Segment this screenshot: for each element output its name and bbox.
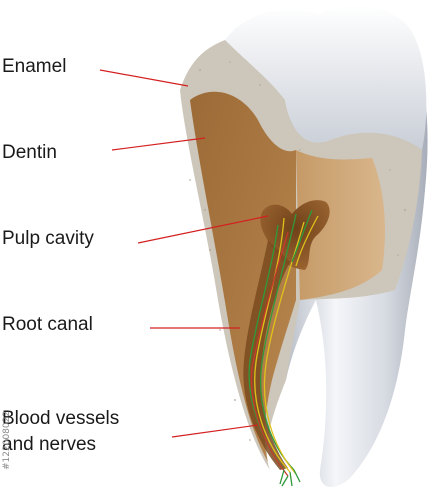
leader-lines	[99, 69, 269, 438]
enamel-speckles	[189, 61, 407, 441]
label-root-canal: Root canal	[2, 314, 93, 335]
leader-line-pulp-cavity	[137, 215, 269, 244]
label-enamel: Enamel	[2, 56, 67, 77]
label-dentin: Dentin	[2, 142, 57, 163]
label-blood-vessels-line1: Blood vessels	[2, 408, 120, 429]
leader-line-dentin	[111, 137, 206, 151]
leader-line-blood-vessels	[171, 424, 259, 438]
stock-image-id: #122008022	[2, 410, 12, 470]
label-blood-vessels-and-nerves: Blood vessels and nerves	[2, 406, 119, 458]
dentin-right-face	[296, 150, 385, 300]
blood-vessels-and-nerves	[248, 209, 319, 487]
label-blood-vessels-line2: and nerves	[2, 434, 97, 455]
dentin-layer	[190, 91, 296, 462]
label-pulp-cavity: Pulp cavity	[2, 228, 94, 249]
leader-line-enamel	[99, 69, 189, 87]
crown-occlusal-surface	[225, 5, 427, 150]
